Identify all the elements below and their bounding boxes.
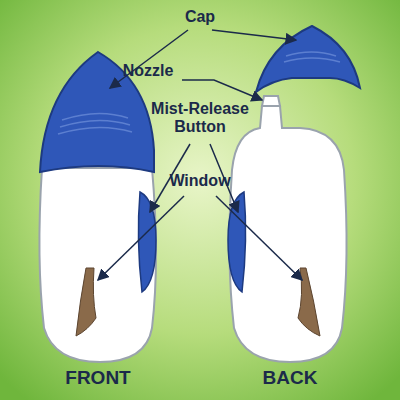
cap [256, 26, 360, 92]
window [76, 268, 96, 336]
part-label: Window [160, 172, 240, 190]
back-bottle [228, 26, 360, 362]
mist-release-button [228, 192, 246, 292]
part-label: Cap [170, 8, 230, 26]
leader-lines [98, 30, 302, 280]
part-label: Nozzle [113, 62, 183, 80]
part-label: Mist-Release Button [135, 100, 265, 135]
view-label: FRONT [48, 368, 148, 389]
view-label: BACK [240, 368, 340, 389]
window [298, 268, 320, 336]
front-bottle [39, 52, 156, 362]
nozzle [262, 96, 280, 106]
